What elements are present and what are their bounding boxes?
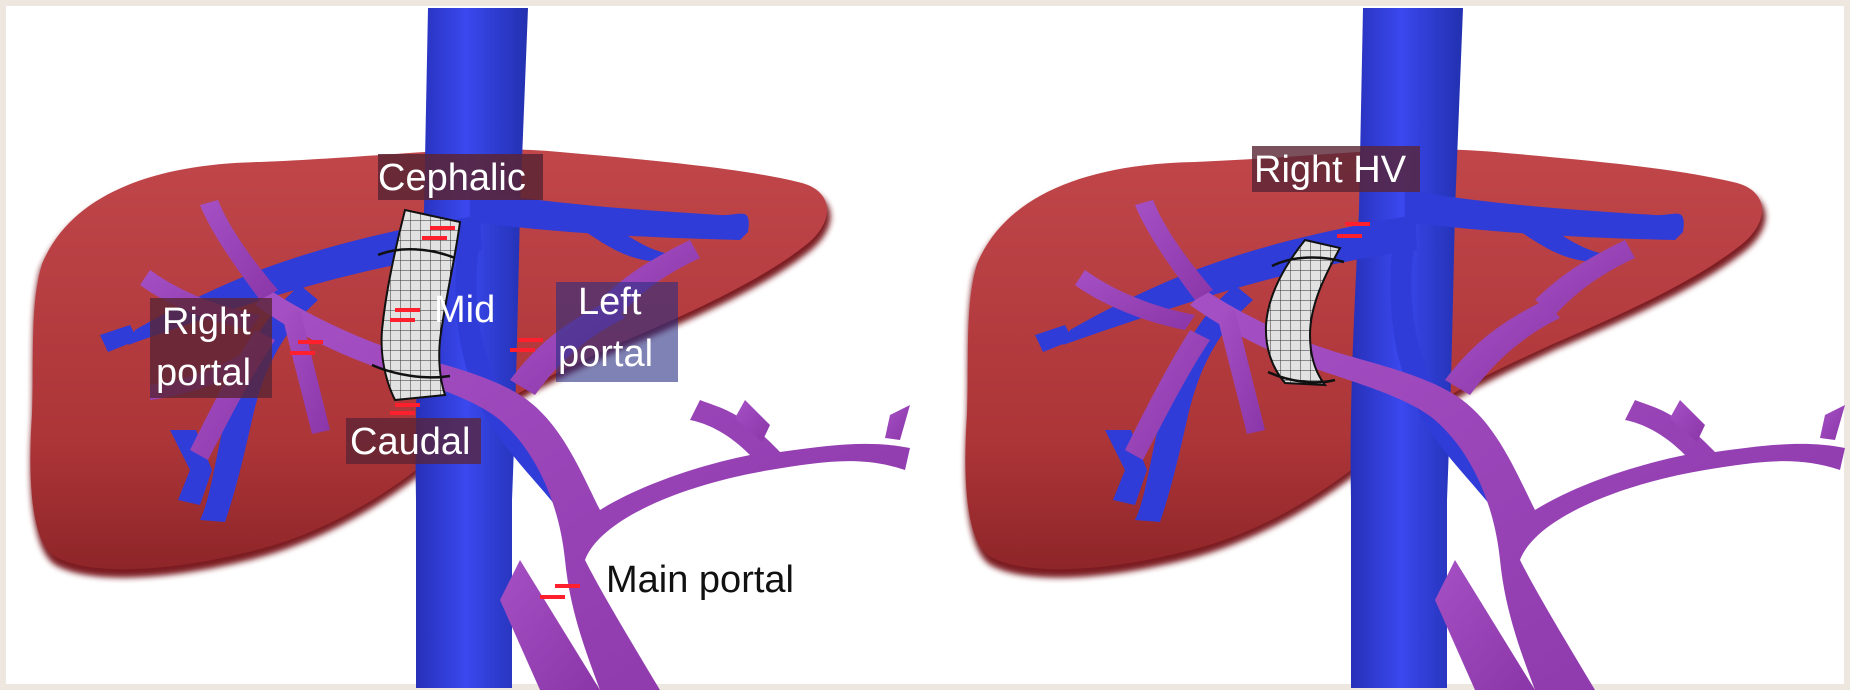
label-right-hv: Right HV — [1254, 149, 1407, 191]
label-mid: Mid — [434, 289, 495, 331]
label-right-portal-line1: Right — [162, 301, 251, 343]
label-caudal: Caudal — [350, 421, 470, 463]
label-right-portal-line2: portal — [156, 352, 251, 394]
label-left-portal-line2: portal — [558, 333, 653, 375]
label-left-portal-line1: Left — [578, 281, 642, 323]
label-main-portal: Main portal — [606, 559, 794, 601]
label-cephalic: Cephalic — [378, 157, 526, 199]
